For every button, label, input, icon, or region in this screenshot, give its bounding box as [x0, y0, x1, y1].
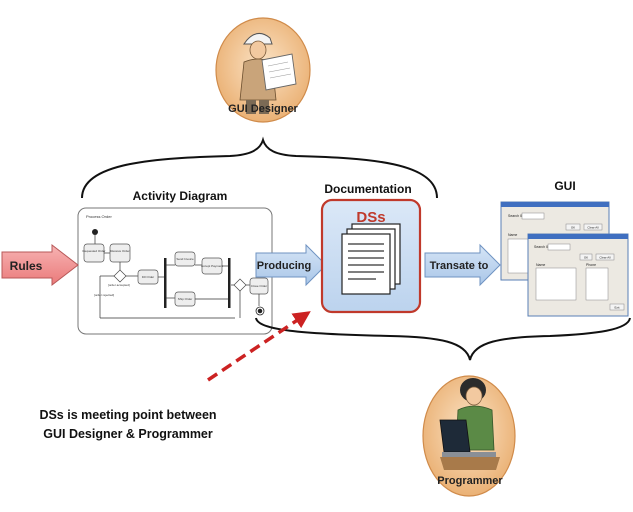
activity-inner-title: Process Order — [86, 214, 112, 219]
gui-title: GUI — [554, 179, 575, 193]
designer-label: GUI Designer — [228, 103, 298, 115]
node-receive-order-label: Receive Order — [110, 249, 129, 253]
gui-front-right-label: Phone — [586, 263, 596, 267]
note-arrow — [207, 311, 311, 382]
join-bar — [228, 258, 231, 308]
node-receive-order — [109, 243, 131, 263]
gui-front-field-label: Search ID — [534, 245, 550, 249]
producing-label: Producing — [257, 260, 311, 272]
activity-diagram-frame — [77, 207, 273, 335]
node-send-invoice — [174, 251, 196, 267]
documents-stack-icon — [341, 223, 401, 295]
producing-arrow: Producing — [255, 243, 327, 287]
translate-arrow: Transate to — [424, 243, 501, 287]
guard-rejected: [order rejected] — [94, 293, 114, 297]
gui-front-btn1: OK — [584, 256, 588, 260]
note-line-1: DSs is meeting point between — [39, 408, 216, 422]
rules-label: Rules — [10, 259, 43, 273]
node-ship-order-label: Ship Order — [178, 297, 193, 301]
guard-accepted: [order accepted] — [108, 283, 130, 287]
ds-box: DSs — [320, 198, 422, 314]
programmer-brace — [255, 317, 631, 361]
activity-diagram-title: Activity Diagram — [133, 189, 228, 203]
start-node — [92, 229, 98, 235]
node-requested-order-label: Requested Order — [82, 249, 105, 253]
node-accept-payment-label: Accept Payment — [201, 264, 223, 268]
gui-back-btn1: OK — [571, 226, 575, 230]
note-line-2: GUI Designer & Programmer — [43, 427, 213, 441]
programmer-role: Programmer — [422, 375, 516, 497]
gui-designer-role: GUI Designer — [215, 17, 311, 123]
node-close-order-label: Close Order — [251, 284, 267, 288]
activity-diagram: Process Order Requested Order Receive Or… — [77, 207, 273, 335]
node-fill-order-label: Fill Order — [142, 275, 154, 279]
rules-arrow: Rules — [1, 243, 79, 287]
decision-node — [113, 269, 127, 283]
documentation-title: Documentation — [324, 182, 411, 196]
engineer-icon — [239, 33, 297, 114]
gui-back-left-label: Name — [508, 233, 517, 237]
ds-box-label: DSs — [356, 209, 385, 226]
programmer-icon — [439, 378, 500, 470]
gui-back-field-label: Search ID — [508, 214, 524, 218]
translate-label: Transate to — [430, 260, 489, 272]
gui-front-btn3: Exit — [614, 306, 619, 310]
gui-back-btn2: Clear All — [587, 226, 599, 230]
designer-brace — [81, 136, 438, 199]
programmer-label: Programmer — [437, 475, 503, 487]
node-requested-order — [83, 243, 105, 263]
fork-bar — [164, 258, 167, 308]
gui-front-btn2: Clear All — [599, 256, 611, 260]
gui-front-left-label: Name — [536, 263, 545, 267]
gui-window-front: Search ID OK Clear All Name Phone Exit — [527, 233, 629, 317]
node-send-invoice-label: Send Invoice — [176, 257, 194, 261]
